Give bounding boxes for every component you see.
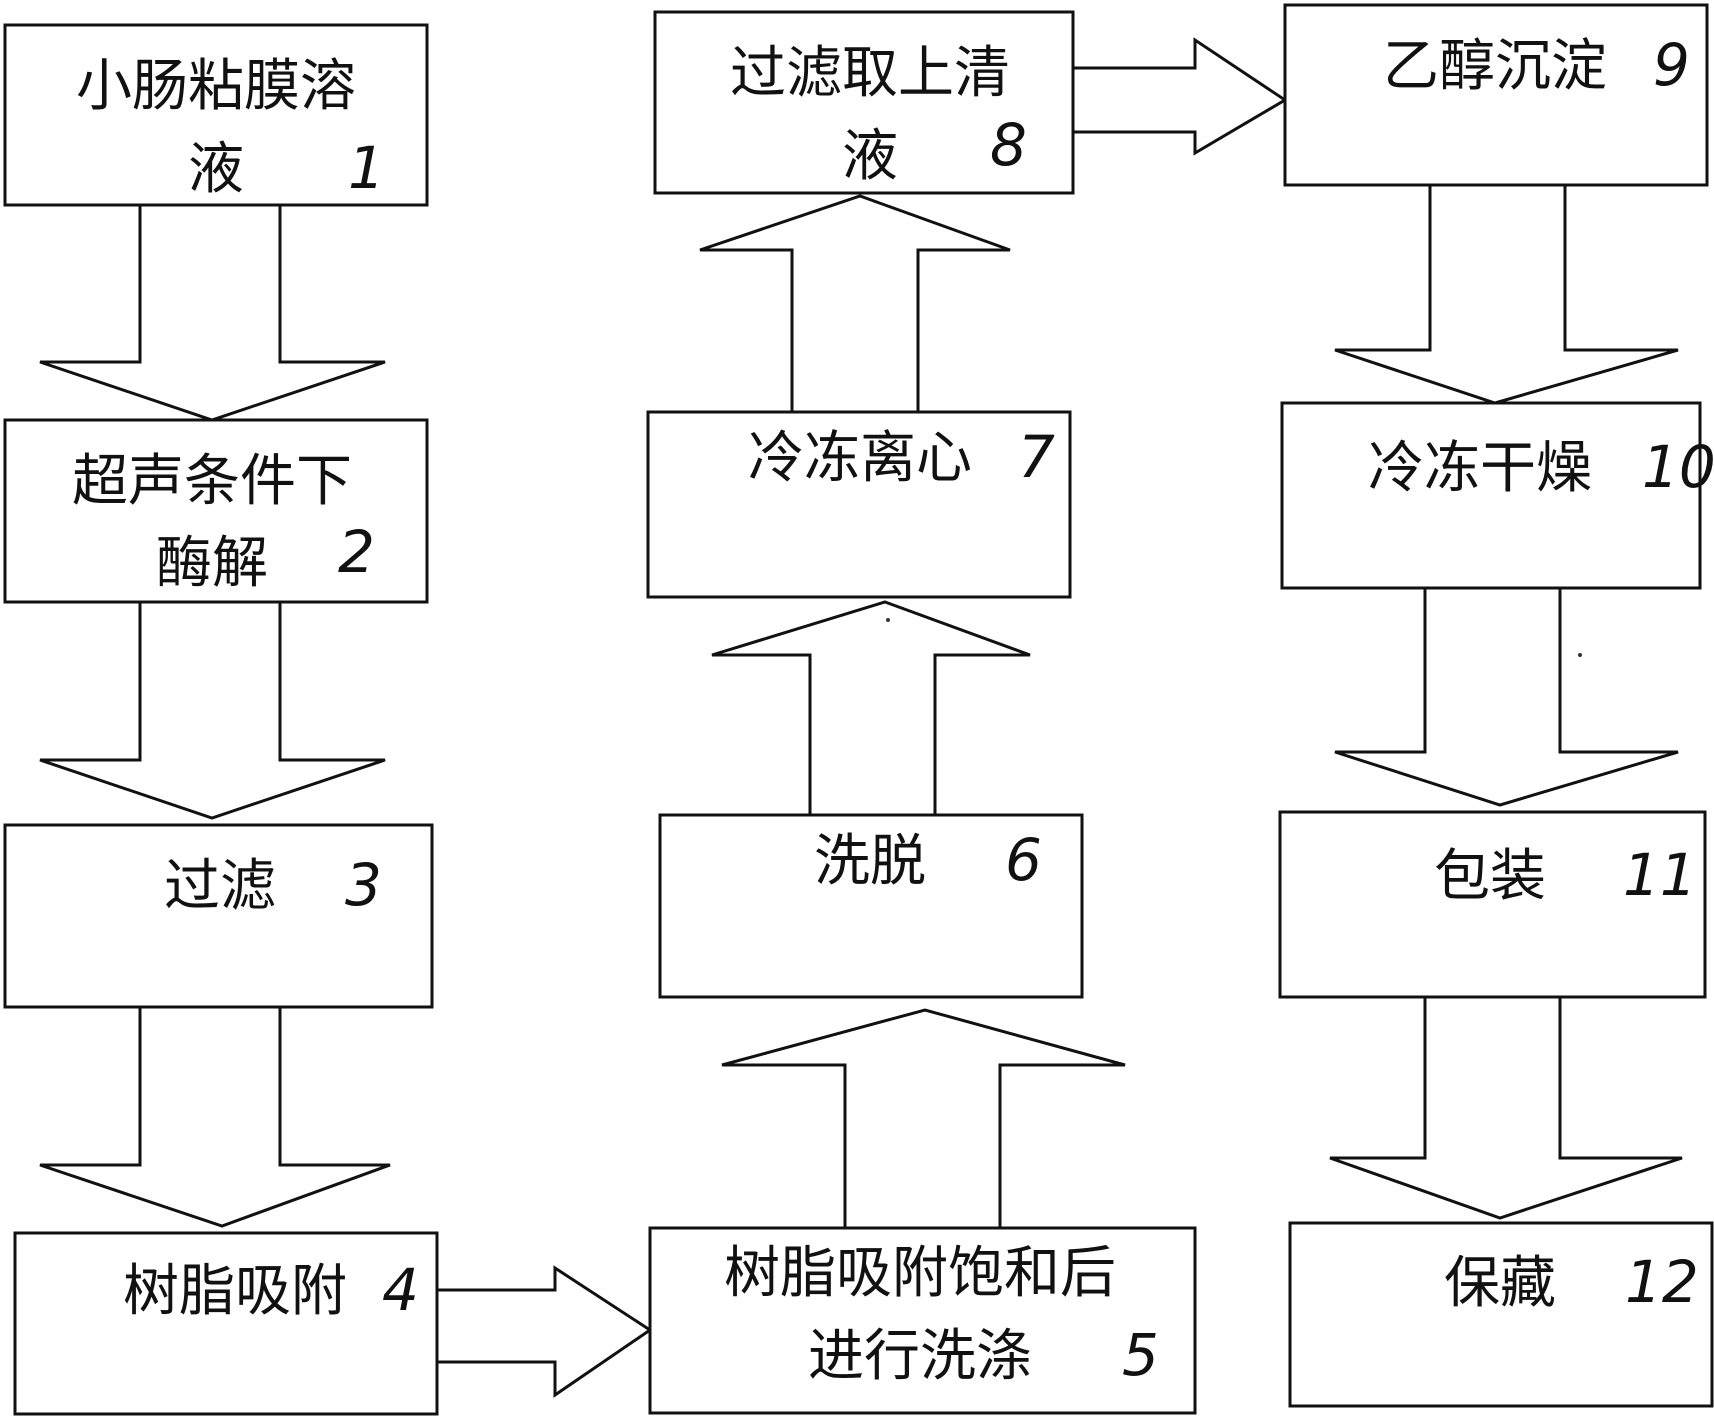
arrow-2-to-3 <box>39 600 386 820</box>
step-2-box: 超声条件下 酶解 2 <box>3 418 429 604</box>
step-5-label-line1: 树脂吸附饱和后 <box>724 1241 1116 1306</box>
step-2-label-line2: 酶解 <box>156 531 268 596</box>
step-9-box: 乙醇沉淀 9 <box>1283 3 1709 187</box>
step-9-label: 乙醇沉淀 <box>1383 34 1607 99</box>
step-7-label: 冷冻离心 <box>748 426 972 491</box>
arrow-11-to-12 <box>1329 995 1683 1220</box>
step-5-label-line2: 进行洗涤 <box>808 1324 1032 1389</box>
step-6-box: 洗脱 6 <box>658 813 1084 999</box>
arrow-5-to-6 <box>721 1008 1126 1230</box>
step-8-label-line2: 液 <box>842 124 898 189</box>
step-1-label-line1: 小肠粘膜溶 <box>76 54 356 119</box>
step-3-label: 过滤 <box>164 854 276 919</box>
step-5-box: 树脂吸附饱和后 进行洗涤 5 <box>648 1226 1197 1415</box>
step-1-label-line2: 液 <box>188 137 244 202</box>
step-8-label-line1: 过滤取上清 <box>730 41 1010 106</box>
step-11-label: 包装 <box>1434 844 1546 909</box>
step-3-box: 过滤 3 <box>3 823 434 1009</box>
step-10-label: 冷冻干燥 <box>1368 436 1592 501</box>
step-9-number: 9 <box>1653 31 1690 99</box>
step-3-number: 3 <box>345 851 382 919</box>
step-12-label: 保藏 <box>1444 1251 1556 1316</box>
arrow-10-to-11 <box>1334 586 1679 807</box>
step-10-number: 10 <box>1642 433 1714 501</box>
step-5-number: 5 <box>1122 1321 1159 1389</box>
step-6-number: 6 <box>1005 826 1042 894</box>
arrow-3-to-4 <box>39 1005 391 1228</box>
scan-speck <box>886 618 890 622</box>
step-11-number: 11 <box>1623 841 1697 909</box>
arrow-4-to-5 <box>435 1265 653 1398</box>
step-1-number: 1 <box>348 134 385 202</box>
arrow-6-to-7 <box>711 600 1031 817</box>
step-4-box: 树脂吸附 4 <box>13 1231 439 1416</box>
step-12-number: 12 <box>1625 1248 1699 1316</box>
arrow-9-to-10 <box>1334 183 1679 405</box>
step-2-label-line1: 超声条件下 <box>72 449 352 514</box>
step-4-number: 4 <box>382 1256 419 1324</box>
arrow-7-to-8 <box>699 194 1011 414</box>
scan-speck <box>1578 653 1582 657</box>
step-10-box: 冷冻干燥 10 <box>1280 401 1714 590</box>
step-2-number: 2 <box>338 518 375 586</box>
step-4-label: 树脂吸附 <box>123 1259 347 1324</box>
arrow-8-to-9 <box>1071 37 1288 156</box>
arrow-1-to-2 <box>39 203 386 422</box>
step-8-number: 8 <box>990 111 1027 179</box>
step-7-box: 冷冻离心 7 <box>646 410 1072 599</box>
step-7-number: 7 <box>1018 423 1055 491</box>
step-6-label: 洗脱 <box>814 829 926 894</box>
step-11-box: 包装 11 <box>1278 810 1707 999</box>
step-1-box: 小肠粘膜溶 液 1 <box>3 23 429 207</box>
step-12-box: 保藏 12 <box>1288 1221 1714 1408</box>
step-8-box: 过滤取上清 液 8 <box>653 10 1075 195</box>
